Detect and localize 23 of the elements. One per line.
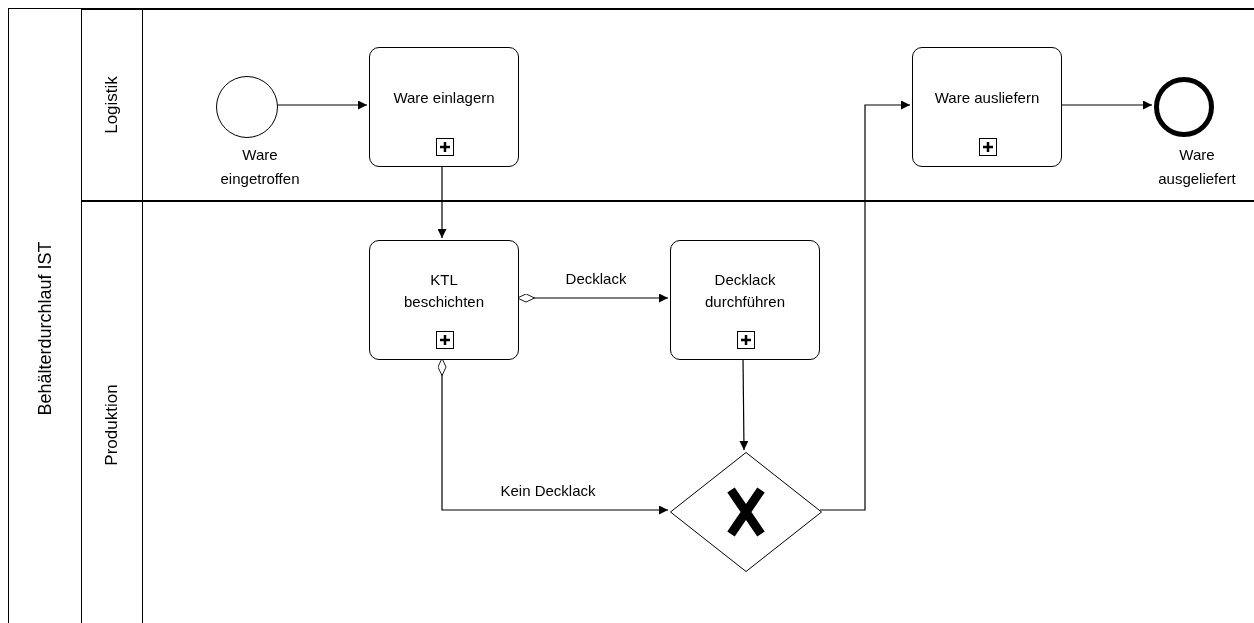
task-label: Ware ausliefern — [933, 88, 1041, 108]
task-label: KTL beschichten — [402, 270, 486, 312]
subprocess-box — [369, 240, 519, 360]
lane-label: Produktion — [102, 384, 122, 466]
pool-label: Behälterdurchlauf IST — [34, 240, 56, 416]
subprocess-box — [912, 47, 1062, 167]
exclusive-gateway-diamond — [670, 452, 822, 572]
event-label: Ware eingetroffen — [219, 145, 301, 189]
sequence-flow-arrow — [437, 164, 447, 239]
subprocess-box — [670, 240, 820, 360]
event-label: Ware ausgeliefert — [1157, 145, 1237, 189]
end-event-circle — [1154, 77, 1214, 137]
task-label: Ware einlagern — [392, 88, 496, 108]
swimlane — [81, 201, 1254, 623]
sequence-flow-arrow — [1059, 100, 1153, 110]
sequence-flow-arrow — [819, 100, 911, 511]
pool — [8, 8, 1254, 623]
task-label: Decklack durchführen — [703, 270, 787, 312]
lane-label: Logistik — [102, 76, 122, 134]
subprocess-box — [369, 47, 519, 167]
swimlane — [81, 9, 1254, 201]
sequence-flow-arrow — [739, 357, 749, 451]
sequence-flow-arrow — [275, 100, 368, 110]
